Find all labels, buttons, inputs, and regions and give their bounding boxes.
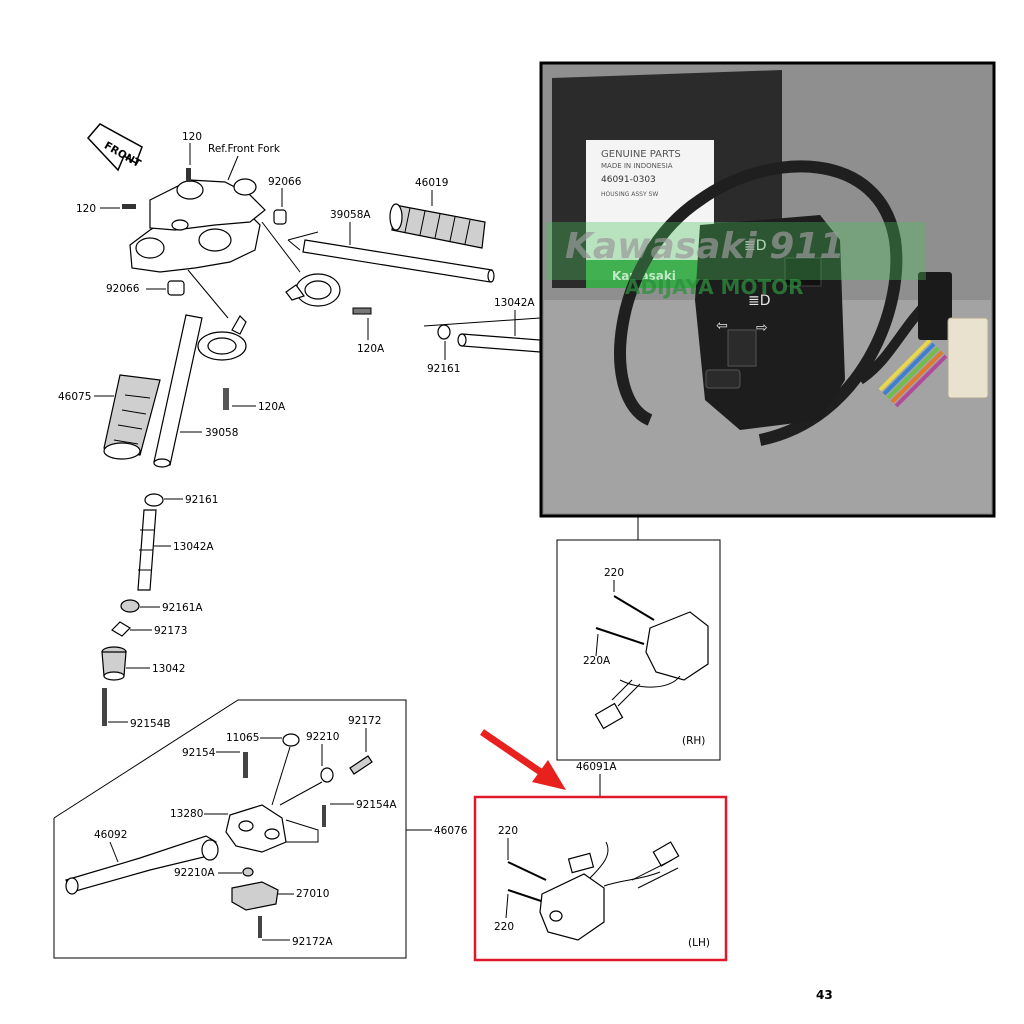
label-ref-front-fork: Ref.Front Fork bbox=[208, 143, 281, 155]
handlebar-39058: 39058 bbox=[153, 314, 238, 468]
svg-text:(RH): (RH) bbox=[682, 735, 705, 747]
colored-wires bbox=[878, 338, 948, 408]
bar-end-13042: 13042 bbox=[101, 646, 185, 681]
switch-housing-photo: ⇦ ⇨ ≣D ≣D bbox=[695, 215, 845, 430]
svg-text:27010: 27010 bbox=[296, 888, 329, 900]
svg-text:11065: 11065 bbox=[226, 732, 259, 744]
nut-92161-mid: 92161 bbox=[144, 493, 218, 507]
lever-assembly-parts: 11065 92154 92210 92172 92154A 13280 460… bbox=[65, 715, 397, 948]
svg-text:92161: 92161 bbox=[185, 494, 218, 506]
svg-text:Kawasaki: Kawasaki bbox=[612, 269, 676, 283]
svg-text:220: 220 bbox=[498, 825, 518, 837]
svg-text:120A: 120A bbox=[357, 343, 385, 355]
weight-13042A-mid: 13042A bbox=[137, 509, 214, 591]
handlebar-39058A: 39058A bbox=[287, 209, 495, 283]
svg-text:120: 120 bbox=[182, 131, 202, 143]
svg-text:39058A: 39058A bbox=[330, 209, 371, 221]
svg-text:220A: 220A bbox=[583, 655, 611, 667]
svg-text:MADE IN INDONESIA: MADE IN INDONESIA bbox=[601, 162, 673, 170]
svg-text:92161A: 92161A bbox=[162, 602, 203, 614]
svg-text:92154: 92154 bbox=[182, 747, 216, 759]
svg-text:92161: 92161 bbox=[427, 363, 460, 375]
weight-13042A-top: 13042A bbox=[457, 297, 541, 353]
svg-text:120A: 120A bbox=[258, 401, 286, 413]
svg-text:92172A: 92172A bbox=[292, 936, 333, 948]
nut-92161-top: 92161 bbox=[423, 317, 541, 375]
svg-text:39058: 39058 bbox=[205, 427, 238, 439]
upper-fork-clamp bbox=[129, 178, 266, 273]
svg-text:HOUSING ASSY SW: HOUSING ASSY SW bbox=[601, 191, 658, 198]
clip-92173: 92173 bbox=[111, 621, 187, 637]
front-arrow-icon: FRONT bbox=[86, 123, 143, 172]
page-number: 43 bbox=[816, 988, 833, 1002]
cap-92066-top: 92066 bbox=[268, 176, 302, 225]
bolt-120A-top: 120A bbox=[352, 307, 385, 355]
svg-text:(LH): (LH) bbox=[688, 937, 710, 949]
svg-text:92154A: 92154A bbox=[356, 799, 397, 811]
svg-text:92173: 92173 bbox=[154, 625, 187, 637]
label-46091A: 46091A bbox=[576, 761, 617, 773]
svg-text:46092: 46092 bbox=[94, 829, 127, 841]
svg-text:13042A: 13042A bbox=[494, 297, 535, 309]
svg-text:13042: 13042 bbox=[152, 663, 185, 675]
svg-text:92210A: 92210A bbox=[174, 867, 215, 879]
lh-switch-box-highlighted: 220 220 (LH) bbox=[473, 795, 728, 962]
throttle-grip-46019: 46019 bbox=[389, 177, 486, 249]
bar-clamp-right bbox=[285, 273, 341, 307]
product-photo: GENUINE PARTS MADE IN INDONESIA 46091-03… bbox=[539, 61, 996, 518]
svg-text:220: 220 bbox=[604, 567, 624, 579]
nut-92161A: 92161A bbox=[120, 599, 203, 614]
svg-text:46019: 46019 bbox=[415, 177, 448, 189]
svg-text:92066: 92066 bbox=[106, 283, 140, 295]
rh-switch-box: 220 220A (RH) bbox=[556, 539, 721, 761]
svg-text:13042A: 13042A bbox=[173, 541, 214, 553]
grip-46075: 46075 bbox=[58, 374, 161, 460]
svg-text:120: 120 bbox=[76, 203, 96, 215]
bolt-120-left: 120 bbox=[76, 203, 136, 215]
svg-text:≣D: ≣D bbox=[748, 293, 771, 309]
svg-text:92154B: 92154B bbox=[130, 718, 171, 730]
bolt-120A-mid: 120A bbox=[223, 388, 286, 413]
svg-text:92066: 92066 bbox=[268, 176, 302, 188]
svg-text:⇦: ⇦ bbox=[716, 318, 728, 334]
svg-text:46075: 46075 bbox=[58, 391, 91, 403]
svg-text:≣D: ≣D bbox=[744, 238, 767, 254]
svg-text:GENUINE PARTS: GENUINE PARTS bbox=[601, 149, 681, 160]
lever-assembly-outline: 46076 bbox=[53, 699, 468, 959]
svg-text:220: 220 bbox=[494, 921, 514, 933]
cap-92066-left: 92066 bbox=[106, 280, 185, 296]
svg-text:⇨: ⇨ bbox=[756, 320, 768, 336]
bar-clamp-left bbox=[197, 315, 247, 361]
svg-text:46091-0303: 46091-0303 bbox=[601, 175, 656, 185]
watermark-kawasaki: Kawasaki 911 bbox=[565, 226, 844, 267]
watermark-adijaya: ADIJAYA MOTOR bbox=[625, 275, 804, 299]
svg-text:13280: 13280 bbox=[170, 808, 203, 820]
svg-text:92172: 92172 bbox=[348, 715, 381, 727]
svg-text:46076: 46076 bbox=[434, 825, 468, 837]
svg-text:92210: 92210 bbox=[306, 731, 339, 743]
bolt-120-top: 120 bbox=[182, 131, 202, 182]
red-arrow-icon bbox=[480, 729, 566, 790]
bolt-92154B: 92154B bbox=[102, 688, 171, 730]
